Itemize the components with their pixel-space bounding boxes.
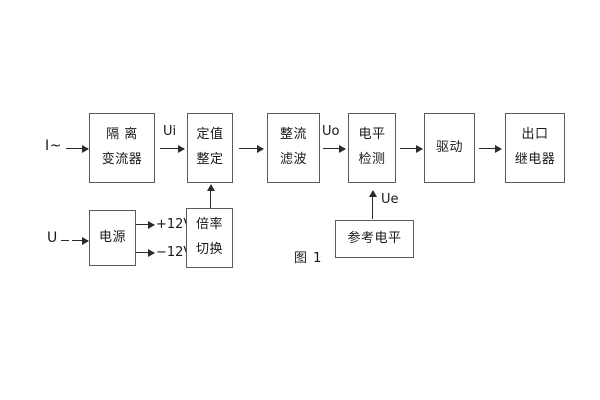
- block-multiplier-switch: 倍率 切换: [186, 208, 233, 268]
- arrow-current-input-to-isolation: [66, 144, 89, 153]
- block-setting-line1: 定值: [196, 127, 224, 143]
- block-rectify-filter-line1: 整流: [279, 127, 307, 143]
- block-output-relay-line1: 出口: [521, 127, 549, 143]
- block-rectify-filter: 整流 滤波: [267, 113, 320, 183]
- signal-label-ue: Ue: [381, 192, 399, 207]
- block-multiplier-switch-line2: 切换: [195, 242, 223, 257]
- current-input-terminal-label: I~: [45, 138, 62, 154]
- lead-voltage-input-seg1: [61, 240, 69, 241]
- arrow-drive-to-output-relay: [479, 144, 502, 153]
- signal-label-uo: Uo: [322, 124, 340, 139]
- block-output-relay: 出口 继电器: [505, 113, 565, 183]
- power-rail-negative-label: −12V: [156, 245, 193, 260]
- block-level-detect-line2: 检测: [358, 152, 386, 167]
- block-power-supply-line1: 电源: [98, 229, 126, 245]
- block-reference-level: 参考电平: [335, 220, 414, 258]
- arrow-rectify-to-level-detect: [323, 144, 346, 153]
- block-isolation-ct: 隔 离 变流器: [89, 113, 155, 183]
- arrow-reference-level-to-level-detect: [368, 190, 377, 219]
- power-rail-positive-label: +12V: [156, 217, 193, 232]
- arrow-voltage-input-to-power-supply: [72, 236, 89, 245]
- block-setting-line2: 整定: [196, 152, 224, 167]
- block-setting: 定值 整定: [187, 113, 233, 183]
- arrow-power-rail-negative: [136, 248, 155, 257]
- block-level-detect: 电平 检测: [348, 113, 396, 183]
- block-isolation-ct-line2: 变流器: [101, 152, 143, 167]
- arrow-setting-to-rectify: [239, 144, 264, 153]
- block-drive-line1: 驱动: [435, 139, 463, 155]
- signal-label-ui: Ui: [163, 124, 177, 139]
- block-rectify-filter-line2: 滤波: [279, 152, 307, 167]
- arrow-power-rail-positive: [136, 220, 155, 229]
- block-output-relay-line2: 继电器: [514, 152, 556, 167]
- arrow-level-detect-to-drive: [400, 144, 423, 153]
- arrow-multiplier-switch-to-setting: [206, 184, 215, 208]
- block-multiplier-switch-line1: 倍率: [195, 217, 223, 233]
- block-isolation-ct-line1: 隔 离: [106, 127, 138, 143]
- block-drive: 驱动: [424, 113, 475, 183]
- voltage-input-terminal-label: U: [47, 230, 58, 246]
- figure-caption: 图 1: [294, 251, 323, 266]
- block-reference-level-line1: 参考电平: [347, 230, 402, 246]
- arrow-isolation-to-setting: [160, 144, 185, 153]
- block-power-supply: 电源: [89, 210, 136, 266]
- block-level-detect-line1: 电平: [358, 127, 386, 143]
